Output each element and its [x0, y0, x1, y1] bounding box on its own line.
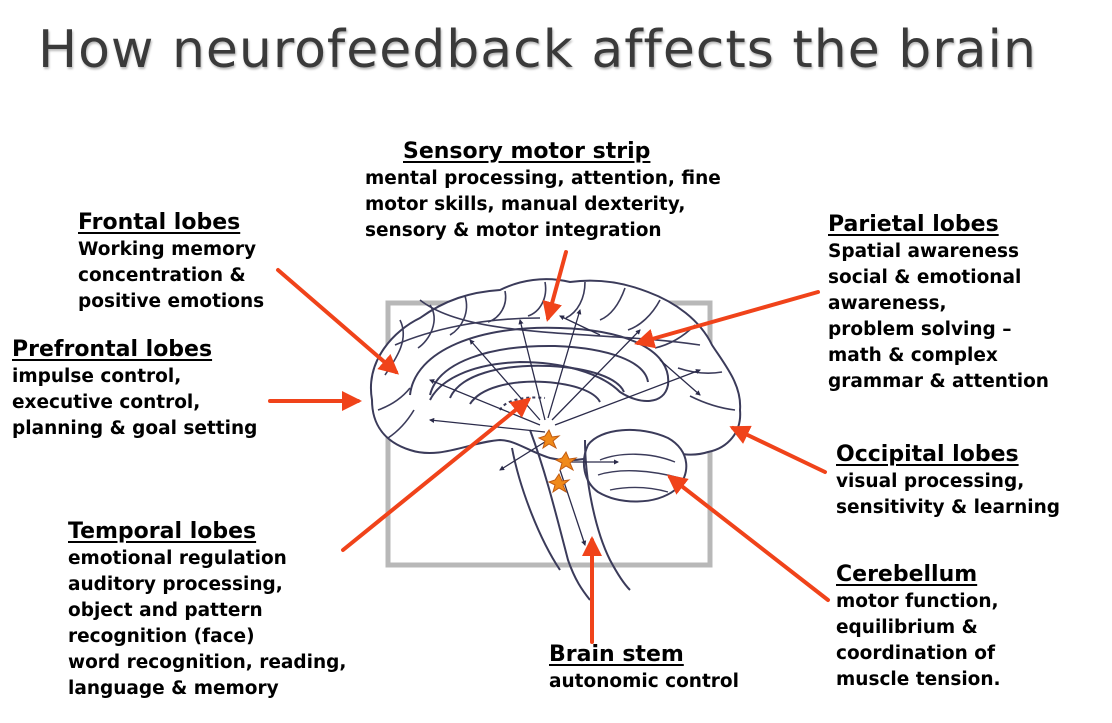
prefrontal-line-1: impulse control, [12, 366, 182, 387]
frontal-line-1: Working memory [78, 239, 257, 260]
prefrontal-line-3: planning & goal setting [12, 418, 258, 439]
cerebellum-line-2: equilibrium & [836, 617, 978, 638]
sensory-line-1: mental processing, attention, fine [365, 168, 721, 189]
label-prefrontal-lobes: Prefrontal lobes impulse control, execut… [12, 336, 257, 442]
parietal-line-1: Spatial awareness [828, 241, 1019, 262]
occipital-line-1: visual processing, [836, 471, 1025, 492]
brain-nuclei-sparks [537, 428, 578, 494]
label-parietal-lobes: Parietal lobes Spatial awareness social … [828, 211, 1049, 395]
heading-temporal-lobes: Temporal lobes [68, 519, 257, 544]
corpus-callosum [409, 326, 670, 411]
heading-frontal-lobes: Frontal lobes [78, 210, 241, 235]
cerebellum-shape [582, 428, 688, 503]
arrow-sensory [542, 250, 568, 322]
arrow-frontal [276, 268, 400, 375]
heading-brain-stem: Brain stem [549, 642, 684, 667]
heading-prefrontal-lobes: Prefrontal lobes [12, 337, 213, 362]
label-temporal-lobes: Temporal lobes emotional regulation audi… [68, 518, 346, 702]
brain-gyri [377, 281, 736, 439]
temporal-line-1: emotional regulation [68, 548, 287, 569]
pointer-arrows [268, 250, 830, 644]
frontal-line-2: concentration & [78, 265, 246, 286]
temporal-line-4: recognition (face) [68, 626, 255, 647]
temporal-line-2: auditory processing, [68, 574, 283, 595]
sensory-line-2: motor skills, manual dexterity, [365, 194, 686, 215]
page-title: How neurofeedback affects the brain [38, 20, 1037, 80]
temporal-line-6: language & memory [68, 678, 279, 699]
temporal-line-5: word recognition, reading, [68, 652, 347, 673]
temporal-line-3: object and pattern [68, 600, 263, 621]
parietal-line-4: problem solving – [828, 319, 1012, 340]
sensory-line-3: sensory & motor integration [365, 220, 662, 241]
label-frontal-lobes: Frontal lobes Working memory concentrati… [78, 209, 264, 315]
parietal-line-3: awareness, [828, 293, 947, 314]
parietal-line-2: social & emotional [828, 267, 1022, 288]
label-sensory-motor-strip: Sensory motor strip mental processing, a… [365, 138, 721, 244]
cerebellum-line-1: motor function, [836, 591, 999, 612]
arrow-parietal [634, 290, 820, 349]
frontal-line-3: positive emotions [78, 291, 265, 312]
occipital-line-2: sensitivity & learning [836, 497, 1061, 518]
heading-cerebellum: Cerebellum [836, 562, 978, 587]
label-occipital-lobes: Occipital lobes visual processing, sensi… [836, 441, 1060, 521]
heading-sensory-motor-strip: Sensory motor strip [403, 139, 651, 164]
prefrontal-line-2: executive control, [12, 392, 201, 413]
brain-stem-shape [511, 429, 631, 601]
arrow-cerebellum [666, 474, 830, 602]
label-brain-stem: Brain stem autonomic control [549, 641, 739, 695]
parietal-line-5: math & complex [828, 345, 998, 366]
arrow-occipital [729, 425, 827, 474]
brainstem-line-1: autonomic control [549, 671, 739, 692]
arrow-temporal [341, 397, 532, 552]
heading-occipital-lobes: Occipital lobes [836, 442, 1019, 467]
parietal-line-6: grammar & attention [828, 371, 1049, 392]
cerebellum-line-3: coordination of [836, 643, 996, 664]
heading-parietal-lobes: Parietal lobes [828, 212, 999, 237]
cerebellum-line-4: muscle tension. [836, 669, 1001, 690]
label-cerebellum: Cerebellum motor function, equilibrium &… [836, 561, 1001, 693]
